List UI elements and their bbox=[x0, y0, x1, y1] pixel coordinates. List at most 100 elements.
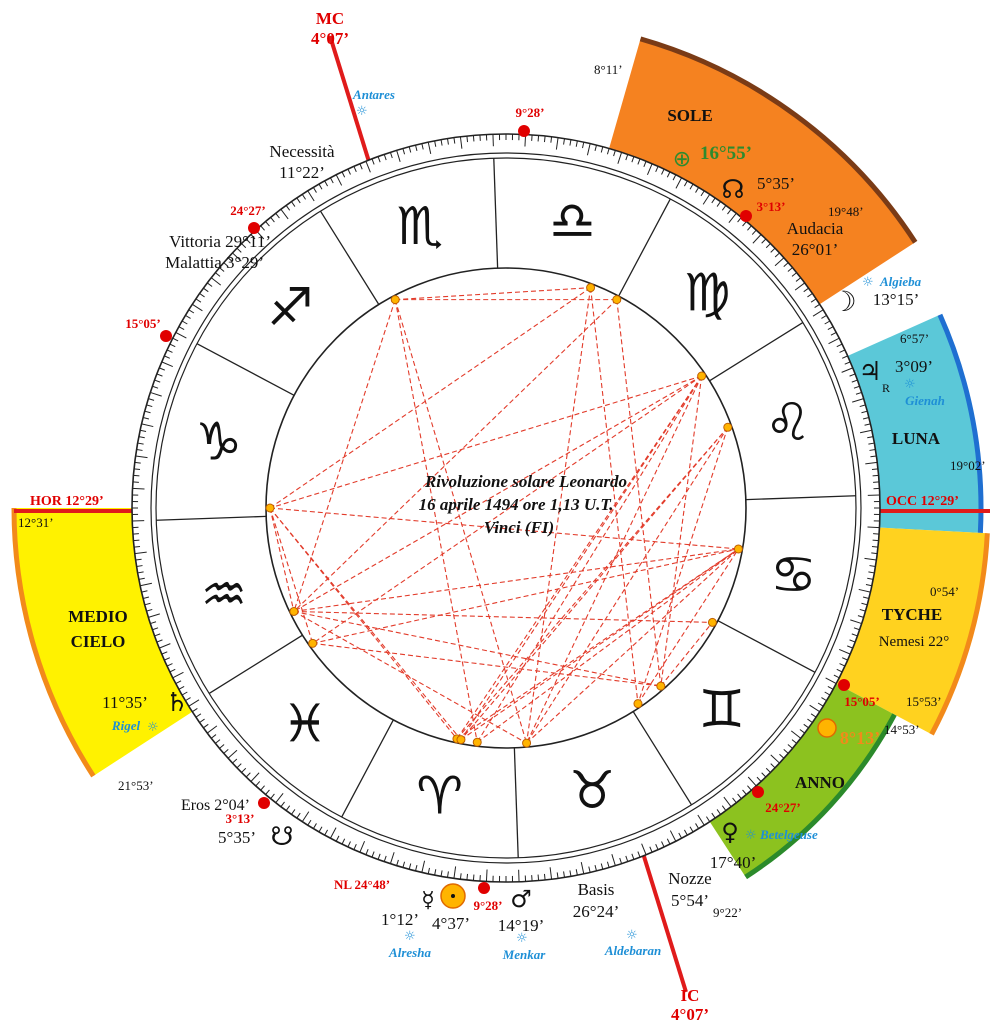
degree-tick bbox=[137, 442, 144, 445]
degree-tick bbox=[817, 702, 824, 707]
degree-tick bbox=[172, 337, 179, 342]
degree-tick bbox=[154, 633, 161, 637]
sign-divider bbox=[745, 495, 856, 501]
degree-tick bbox=[232, 758, 238, 764]
degree-tick bbox=[466, 135, 469, 143]
degree-tick bbox=[821, 697, 827, 702]
aspect-line bbox=[460, 426, 729, 741]
sign-divider bbox=[319, 210, 380, 305]
aspect-node bbox=[265, 503, 275, 513]
degree-tick bbox=[371, 851, 375, 858]
audacia-name: Audacia bbox=[787, 219, 844, 238]
degree-tick bbox=[136, 565, 143, 568]
degree-tick bbox=[851, 379, 858, 383]
sector-tyche-title: TYCHE bbox=[882, 605, 942, 624]
sign-scorpione-icon: ♏ bbox=[396, 197, 443, 257]
title-line2: 16 aprile 1494 ore 1,13 U.T. bbox=[419, 495, 614, 514]
degree-tick bbox=[869, 565, 876, 568]
mars-degree: 14°19’ bbox=[498, 916, 544, 935]
degree-tick bbox=[421, 143, 424, 150]
chart-title: Rivoluzione solare Leonardo 16 aprile 14… bbox=[419, 472, 628, 537]
degree-tick bbox=[655, 843, 659, 850]
degree-tick bbox=[787, 744, 793, 749]
sector-medio-cielo-shape bbox=[14, 508, 205, 776]
sign-divider bbox=[341, 719, 394, 818]
degree-tick bbox=[402, 148, 406, 155]
degree-tick bbox=[770, 754, 780, 764]
sign-pesci-icon: ♓ bbox=[281, 695, 328, 755]
degree-tick bbox=[341, 838, 346, 845]
red-degree-313-left: 3°13’ bbox=[225, 811, 254, 826]
degree-tick bbox=[159, 367, 165, 371]
degree-tick bbox=[353, 843, 357, 850]
degree-tick bbox=[555, 137, 559, 150]
sector-anno-end: 9°22’ bbox=[713, 905, 742, 920]
degree-tick bbox=[537, 135, 540, 142]
degree-tick bbox=[661, 168, 665, 175]
degree-tick bbox=[841, 355, 848, 359]
aspect-line bbox=[637, 548, 739, 704]
degree-tick bbox=[265, 221, 270, 227]
degree-tick bbox=[643, 161, 647, 167]
sector-anno-start: 14°53’ bbox=[884, 722, 920, 737]
degree-ticks bbox=[132, 134, 880, 882]
sector-medio-cielo-end: 21°53’ bbox=[118, 778, 154, 793]
degree-tick bbox=[389, 152, 393, 159]
red-degree-1505-right: 15°05’ bbox=[844, 694, 880, 709]
sun-anno-degree: 8°13’ bbox=[840, 728, 880, 748]
degree-tick bbox=[865, 461, 878, 465]
degree-tick bbox=[150, 621, 157, 625]
degree-tick bbox=[827, 685, 834, 690]
degree-tick bbox=[146, 608, 153, 612]
degree-tick bbox=[301, 194, 306, 200]
degree-tick bbox=[828, 337, 840, 345]
degree-tick bbox=[844, 361, 851, 365]
sector-tyche-sub: Nemesi 22° bbox=[879, 634, 950, 650]
degree-tick bbox=[144, 602, 151, 606]
aspect-line bbox=[526, 287, 592, 744]
aspect-line bbox=[293, 548, 739, 613]
ic-degree: 4°07’ bbox=[671, 1005, 709, 1023]
degree-tick bbox=[807, 718, 813, 723]
sun-bottom-center bbox=[451, 894, 455, 898]
red-dot bbox=[248, 222, 260, 234]
degree-tick bbox=[859, 608, 866, 612]
sign-capricorno-icon: ♑ bbox=[195, 413, 242, 473]
red-dot bbox=[838, 679, 850, 691]
aspect-line bbox=[312, 642, 661, 687]
degree-tick bbox=[335, 174, 343, 186]
degree-tick bbox=[296, 812, 301, 819]
degree-tick bbox=[164, 355, 171, 359]
star-betelgeuse-label: Betelgeuse bbox=[759, 827, 818, 842]
degree-tick bbox=[641, 843, 647, 855]
aspect-line bbox=[269, 507, 295, 612]
star-aldebaran-label: Aldebaran bbox=[604, 943, 661, 958]
degree-tick bbox=[472, 874, 475, 881]
sector-sole-title: SOLE bbox=[667, 106, 712, 125]
sign-divider bbox=[208, 634, 303, 695]
degree-tick bbox=[839, 648, 851, 655]
degree-tick bbox=[434, 140, 437, 147]
degree-tick bbox=[275, 212, 280, 219]
degree-tick bbox=[389, 852, 395, 864]
degree-tick bbox=[824, 691, 831, 696]
aspect-line bbox=[456, 426, 729, 740]
sector-tyche-start: 0°54’ bbox=[930, 584, 959, 599]
aspect-line bbox=[269, 375, 702, 509]
nozze-name: Nozze bbox=[668, 869, 711, 888]
degree-tick bbox=[137, 571, 144, 574]
degree-tick bbox=[569, 139, 572, 146]
aspect-line bbox=[293, 299, 396, 612]
degree-tick bbox=[649, 846, 653, 853]
sign-gemelli-icon: ♊ bbox=[698, 680, 745, 740]
degree-tick bbox=[427, 142, 432, 155]
degree-tick bbox=[855, 391, 862, 395]
degree-tick bbox=[175, 331, 187, 339]
degree-tick bbox=[723, 796, 732, 807]
degree-tick bbox=[434, 869, 437, 876]
aspect-line bbox=[394, 299, 478, 743]
degree-tick bbox=[751, 229, 757, 235]
degree-tick bbox=[783, 749, 789, 754]
degree-tick bbox=[227, 257, 233, 263]
degree-tick bbox=[812, 309, 824, 317]
